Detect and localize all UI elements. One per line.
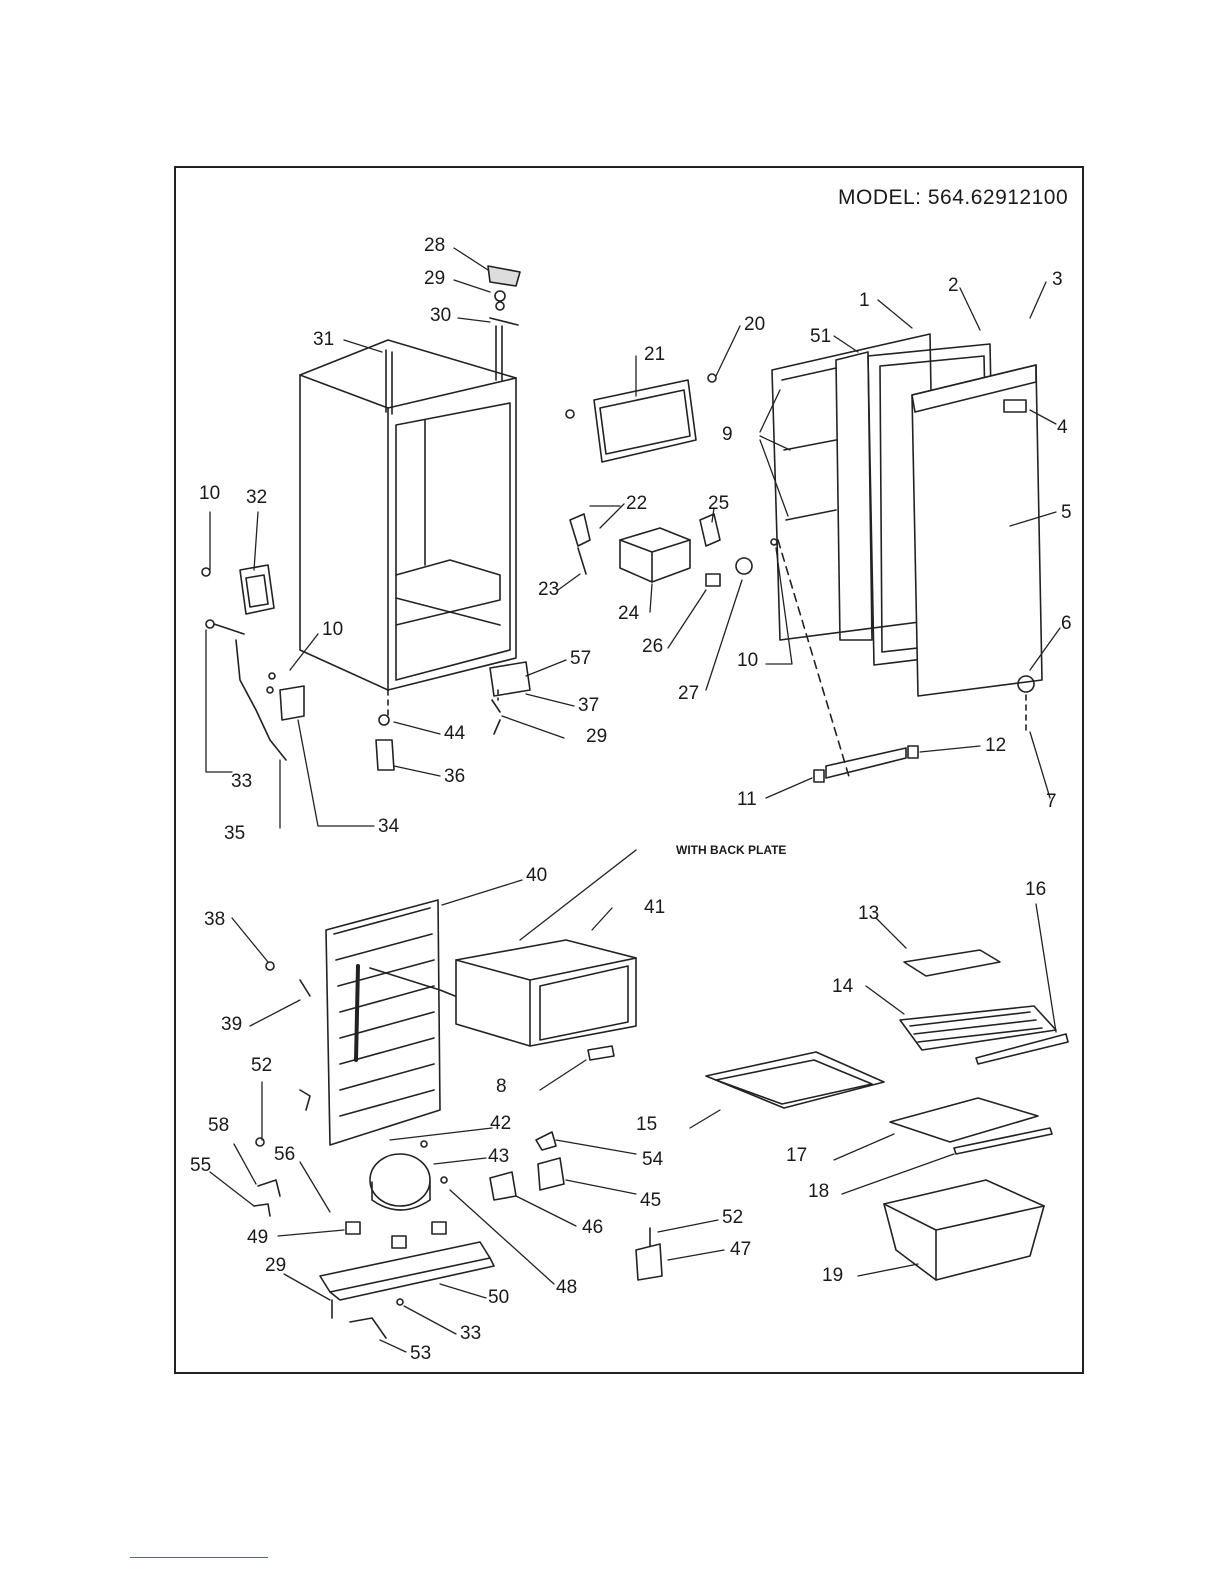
shelf-frame xyxy=(566,374,716,462)
shelves-bin xyxy=(706,950,1068,1280)
part-label-29-c: 29 xyxy=(265,1256,286,1276)
part-label-58: 58 xyxy=(208,1116,229,1136)
part-label-46: 46 xyxy=(582,1218,603,1238)
part-label-9: 9 xyxy=(722,425,733,445)
back-plate-box xyxy=(456,940,636,1046)
part-label-55: 55 xyxy=(190,1156,211,1176)
part-label-3: 3 xyxy=(1052,270,1063,290)
part-label-41: 41 xyxy=(644,898,665,918)
part-label-4: 4 xyxy=(1057,418,1068,438)
part-label-24: 24 xyxy=(618,604,639,624)
part-label-19: 19 xyxy=(822,1266,843,1286)
part-label-5: 5 xyxy=(1061,503,1072,523)
part-label-43: 43 xyxy=(488,1147,509,1167)
control-parts xyxy=(570,514,752,586)
relay-parts xyxy=(490,1046,662,1280)
part-label-18: 18 xyxy=(808,1182,829,1202)
part-label-44: 44 xyxy=(444,724,465,744)
part-label-10-b: 10 xyxy=(322,620,343,640)
part-label-33-b: 33 xyxy=(460,1324,481,1344)
part-label-7: 7 xyxy=(1046,792,1057,812)
part-label-38: 38 xyxy=(204,910,225,930)
part-label-30: 30 xyxy=(430,306,451,326)
part-label-29-b: 29 xyxy=(586,727,607,747)
part-label-10-a: 10 xyxy=(199,484,220,504)
part-label-57: 57 xyxy=(570,649,591,669)
part-label-10-c: 10 xyxy=(737,651,758,671)
part-label-33-a: 33 xyxy=(231,772,252,792)
part-label-35: 35 xyxy=(224,824,245,844)
part-label-47: 47 xyxy=(730,1240,751,1260)
part-label-20: 20 xyxy=(744,315,765,335)
part-label-26: 26 xyxy=(642,637,663,657)
part-label-25: 25 xyxy=(708,494,729,514)
part-label-28: 28 xyxy=(424,236,445,256)
part-label-23: 23 xyxy=(538,580,559,600)
part-label-13: 13 xyxy=(858,904,879,924)
compressor xyxy=(254,1138,494,1338)
part-label-32: 32 xyxy=(246,488,267,508)
part-label-37: 37 xyxy=(578,696,599,716)
part-label-54: 54 xyxy=(642,1150,663,1170)
part-label-48: 48 xyxy=(556,1278,577,1298)
part-label-11: 11 xyxy=(737,790,757,810)
bottom-rule xyxy=(130,1557,268,1558)
part-label-1: 1 xyxy=(859,291,870,311)
part-label-15: 15 xyxy=(636,1115,657,1135)
part-label-29-a: 29 xyxy=(424,269,445,289)
part-label-34: 34 xyxy=(378,817,399,837)
part-label-53: 53 xyxy=(410,1344,431,1364)
part-label-27: 27 xyxy=(678,684,699,704)
part-label-52-b: 52 xyxy=(722,1208,743,1228)
part-label-39: 39 xyxy=(221,1015,242,1035)
part-label-56: 56 xyxy=(274,1145,295,1165)
part-label-31: 31 xyxy=(313,330,334,350)
part-label-21: 21 xyxy=(644,345,665,365)
part-label-22: 22 xyxy=(626,494,647,514)
part-label-51: 51 xyxy=(810,327,831,347)
part-label-49: 49 xyxy=(247,1228,268,1248)
door-assembly xyxy=(771,334,1042,782)
part-label-45: 45 xyxy=(640,1191,661,1211)
part-label-40: 40 xyxy=(526,866,547,886)
part-label-17: 17 xyxy=(786,1146,807,1166)
note-with-back-plate: WITH BACK PLATE xyxy=(676,843,786,857)
part-label-42: 42 xyxy=(490,1114,511,1134)
part-label-6: 6 xyxy=(1061,614,1072,634)
part-label-12: 12 xyxy=(985,736,1006,756)
part-label-50: 50 xyxy=(488,1288,509,1308)
part-label-36: 36 xyxy=(444,767,465,787)
part-label-8: 8 xyxy=(496,1077,507,1097)
part-label-52-a: 52 xyxy=(251,1056,272,1076)
part-label-16: 16 xyxy=(1025,880,1046,900)
part-label-2: 2 xyxy=(948,276,959,296)
part-label-14: 14 xyxy=(832,977,853,997)
